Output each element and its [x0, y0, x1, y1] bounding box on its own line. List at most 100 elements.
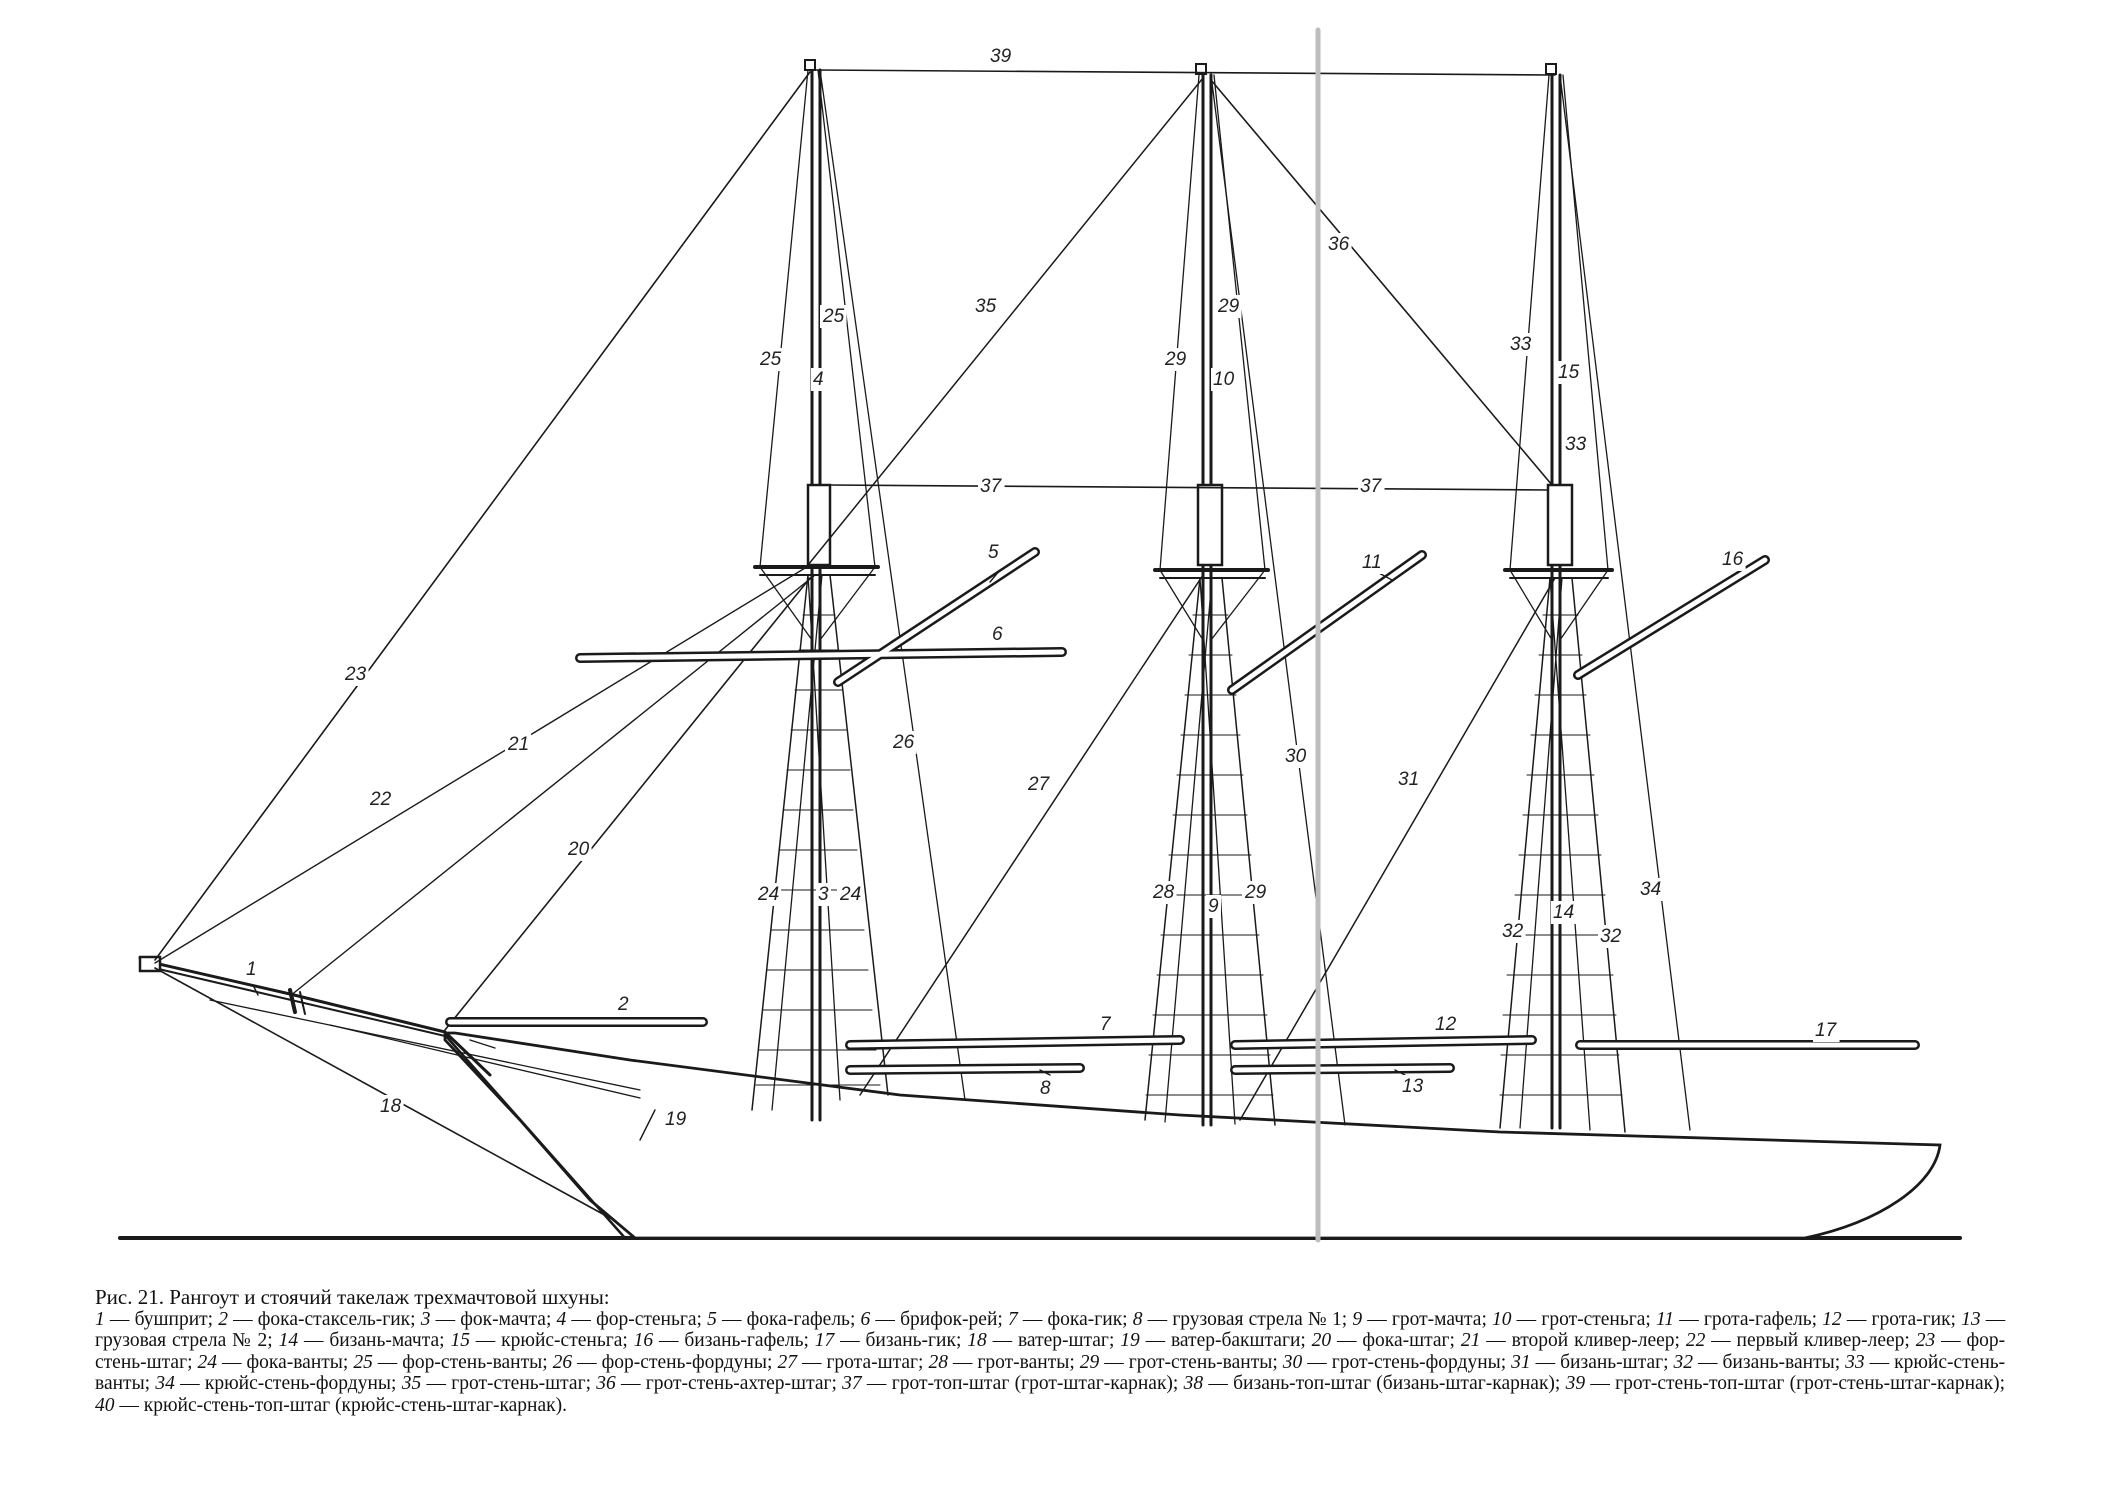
caption-entry-number: 30 — [1282, 1351, 1303, 1373]
caption-entry-38: 38 — бизань-топ-штаг (бизань-штаг-карнак… — [1183, 1373, 1566, 1395]
mizzen-stay-31 — [1240, 578, 1555, 1120]
caption-entry-text: грот-мачта — [1391, 1308, 1482, 1330]
label-4: 4 — [813, 369, 824, 390]
label-6: 6 — [992, 624, 1003, 645]
label-7: 7 — [1100, 1014, 1112, 1035]
diagram-labels: 1 2 3 4 5 6 7 8 9 10 11 12 13 14 15 16 1… — [246, 46, 1838, 1130]
label-halo — [1358, 475, 1385, 498]
caption-entry-number: 18 — [967, 1330, 987, 1352]
mainmast — [1145, 64, 1345, 1125]
label-16: 16 — [1722, 549, 1744, 570]
caption-entry-29: 29 — грот-стень-ванты; — [1079, 1351, 1283, 1373]
label-24a: 24 — [757, 884, 779, 905]
caption-entry-22: 22 — первый кливер-леер; — [1685, 1330, 1916, 1352]
caption-entry-text: крюйс-стеньга — [501, 1330, 623, 1352]
label-25a: 25 — [759, 349, 782, 370]
label-24b: 24 — [839, 884, 861, 905]
label-halo — [1098, 1013, 1114, 1036]
label-halo — [1638, 878, 1664, 901]
second-jib-stay-21 — [290, 575, 815, 996]
label-14: 14 — [1553, 902, 1574, 923]
label-8: 8 — [1040, 1078, 1051, 1099]
label-halo — [1551, 901, 1577, 924]
caption-entry-number: 10 — [1492, 1308, 1512, 1330]
caption-entry-26: 26 — фор-стень-фордуны; — [552, 1351, 778, 1373]
caption-entry-number: 15 — [450, 1330, 470, 1352]
caption-entry-text: бизань-топ-штаг (бизань-штаг-карнак) — [1233, 1373, 1555, 1395]
caption-entry-2: 2 — фока-стаксель-гик; — [218, 1308, 421, 1330]
caption-entry-24: 24 — фока-ванты; — [197, 1351, 354, 1373]
caption-entry-31: 31 — бизань-штаг; — [1511, 1351, 1674, 1373]
caption-entry-5: 5 — фока-гафель; — [707, 1308, 861, 1330]
label-halo — [1242, 881, 1269, 904]
caption-entry-25: 25 — фор-стень-ванты; — [353, 1351, 553, 1373]
main-topmast-stay-35 — [808, 78, 1203, 565]
label-2: 2 — [617, 994, 629, 1015]
label-halo — [663, 1108, 689, 1131]
caption-entry-number: 29 — [1079, 1351, 1100, 1373]
label-halo — [244, 958, 259, 981]
caption-entry-number: 40 — [95, 1394, 115, 1416]
caption-entry-number: 35 — [401, 1373, 422, 1395]
caption-entry-text: грот-топ-штаг (грот-штаг-карнак) — [891, 1373, 1173, 1395]
caption-entry-text: бизань-штаг — [1560, 1351, 1664, 1373]
caption-entry-number: 13 — [1961, 1308, 1981, 1330]
label-halo — [565, 838, 592, 861]
caption-entry-37: 37 — грот-топ-штаг (грот-штаг-карнак); — [842, 1373, 1184, 1395]
caption-entry-text: бизань-ванты — [1722, 1351, 1835, 1373]
caption-entry-text: фока-штаг — [1362, 1330, 1450, 1352]
caption-entry-text: крюйс-стень-топ-штаг (крюйс-стень-штаг-к… — [143, 1394, 567, 1416]
label-halo — [505, 733, 532, 756]
caption-entry-number: 33 — [1845, 1351, 1865, 1373]
caption-entry-33: 33 — крюйс-стень-ванты; — [95, 1351, 2006, 1395]
label-halo — [757, 348, 784, 371]
caption-entry-text: грот-стень-штаг — [451, 1373, 586, 1395]
caption-title: Рис. 21. Рангоут и стоячий такелаж трехм… — [95, 1285, 610, 1309]
caption-entry-number: 4 — [556, 1308, 567, 1330]
caption-entry-text: фор-стень-фордуны — [601, 1351, 768, 1373]
label-36: 36 — [1328, 234, 1350, 255]
caption-entry-number: 22 — [1685, 1330, 1706, 1352]
caption-entry-text: крюйс-стень-фордуны — [204, 1373, 392, 1395]
caption-entry-number: 34 — [155, 1373, 175, 1395]
caption-entry-11: 11 — грота-гафель; — [1656, 1308, 1823, 1330]
label-halo — [342, 663, 369, 686]
caption-entry-number: 26 — [552, 1351, 573, 1373]
caption-entry-number: 14 — [278, 1330, 299, 1352]
label-33b: 33 — [1565, 434, 1587, 455]
caption-entry-text: грот-стень-ахтер-штаг — [645, 1373, 832, 1395]
caption-entry-7: 7 — фока-гик; — [1007, 1308, 1133, 1330]
caption-entry-20: 20 — фока-штаг; — [1311, 1330, 1461, 1352]
caption-entry-text: фока-стаксель-гик — [257, 1308, 411, 1330]
label-halo — [1813, 1019, 1840, 1042]
label-23: 23 — [344, 664, 367, 685]
caption-entry-9: 9 — грот-мачта; — [1352, 1308, 1493, 1330]
label-30: 30 — [1285, 746, 1307, 767]
label-13: 13 — [1402, 1076, 1424, 1097]
label-halo — [1396, 768, 1422, 791]
label-halo — [837, 883, 864, 906]
caption-entry-text: фока-гафель — [746, 1308, 850, 1330]
caption-entry-number: 24 — [197, 1351, 218, 1373]
caption-entry-text: грота-гик — [1871, 1308, 1951, 1330]
caption-entry-text: первый кливер-леер — [1736, 1330, 1905, 1352]
label-halo — [820, 305, 847, 328]
caption-entry-number: 32 — [1673, 1351, 1694, 1373]
caption-entry-text: ватер-бакштаги — [1170, 1330, 1301, 1352]
label-22: 22 — [369, 789, 392, 810]
caption-entry-16: 16 — бизань-гафель; — [633, 1330, 815, 1352]
caption-entries: 1 — бушприт; 2 — фока-стаксель-гик; 3 — … — [95, 1309, 2005, 1416]
label-halos — [244, 45, 1840, 1131]
label-halo — [1400, 1075, 1426, 1098]
label-halo — [1215, 295, 1242, 318]
caption-entry-30: 30 — грот-стень-фордуны; — [1282, 1351, 1512, 1373]
caption-entry-36: 36 — грот-стень-ахтер-штаг; — [596, 1373, 843, 1395]
label-halo — [755, 883, 782, 906]
label-20: 20 — [567, 839, 590, 860]
caption-entry-text: бизань-мачта — [329, 1330, 440, 1352]
caption-entry-text: грот-стеньга — [1541, 1308, 1646, 1330]
caption-entry-text: фор-стень-штаг — [95, 1330, 2006, 1373]
caption-entry-text: фока-ванты — [246, 1351, 343, 1373]
label-12: 12 — [1435, 1014, 1457, 1035]
topmast-stay-39 — [815, 70, 1555, 75]
